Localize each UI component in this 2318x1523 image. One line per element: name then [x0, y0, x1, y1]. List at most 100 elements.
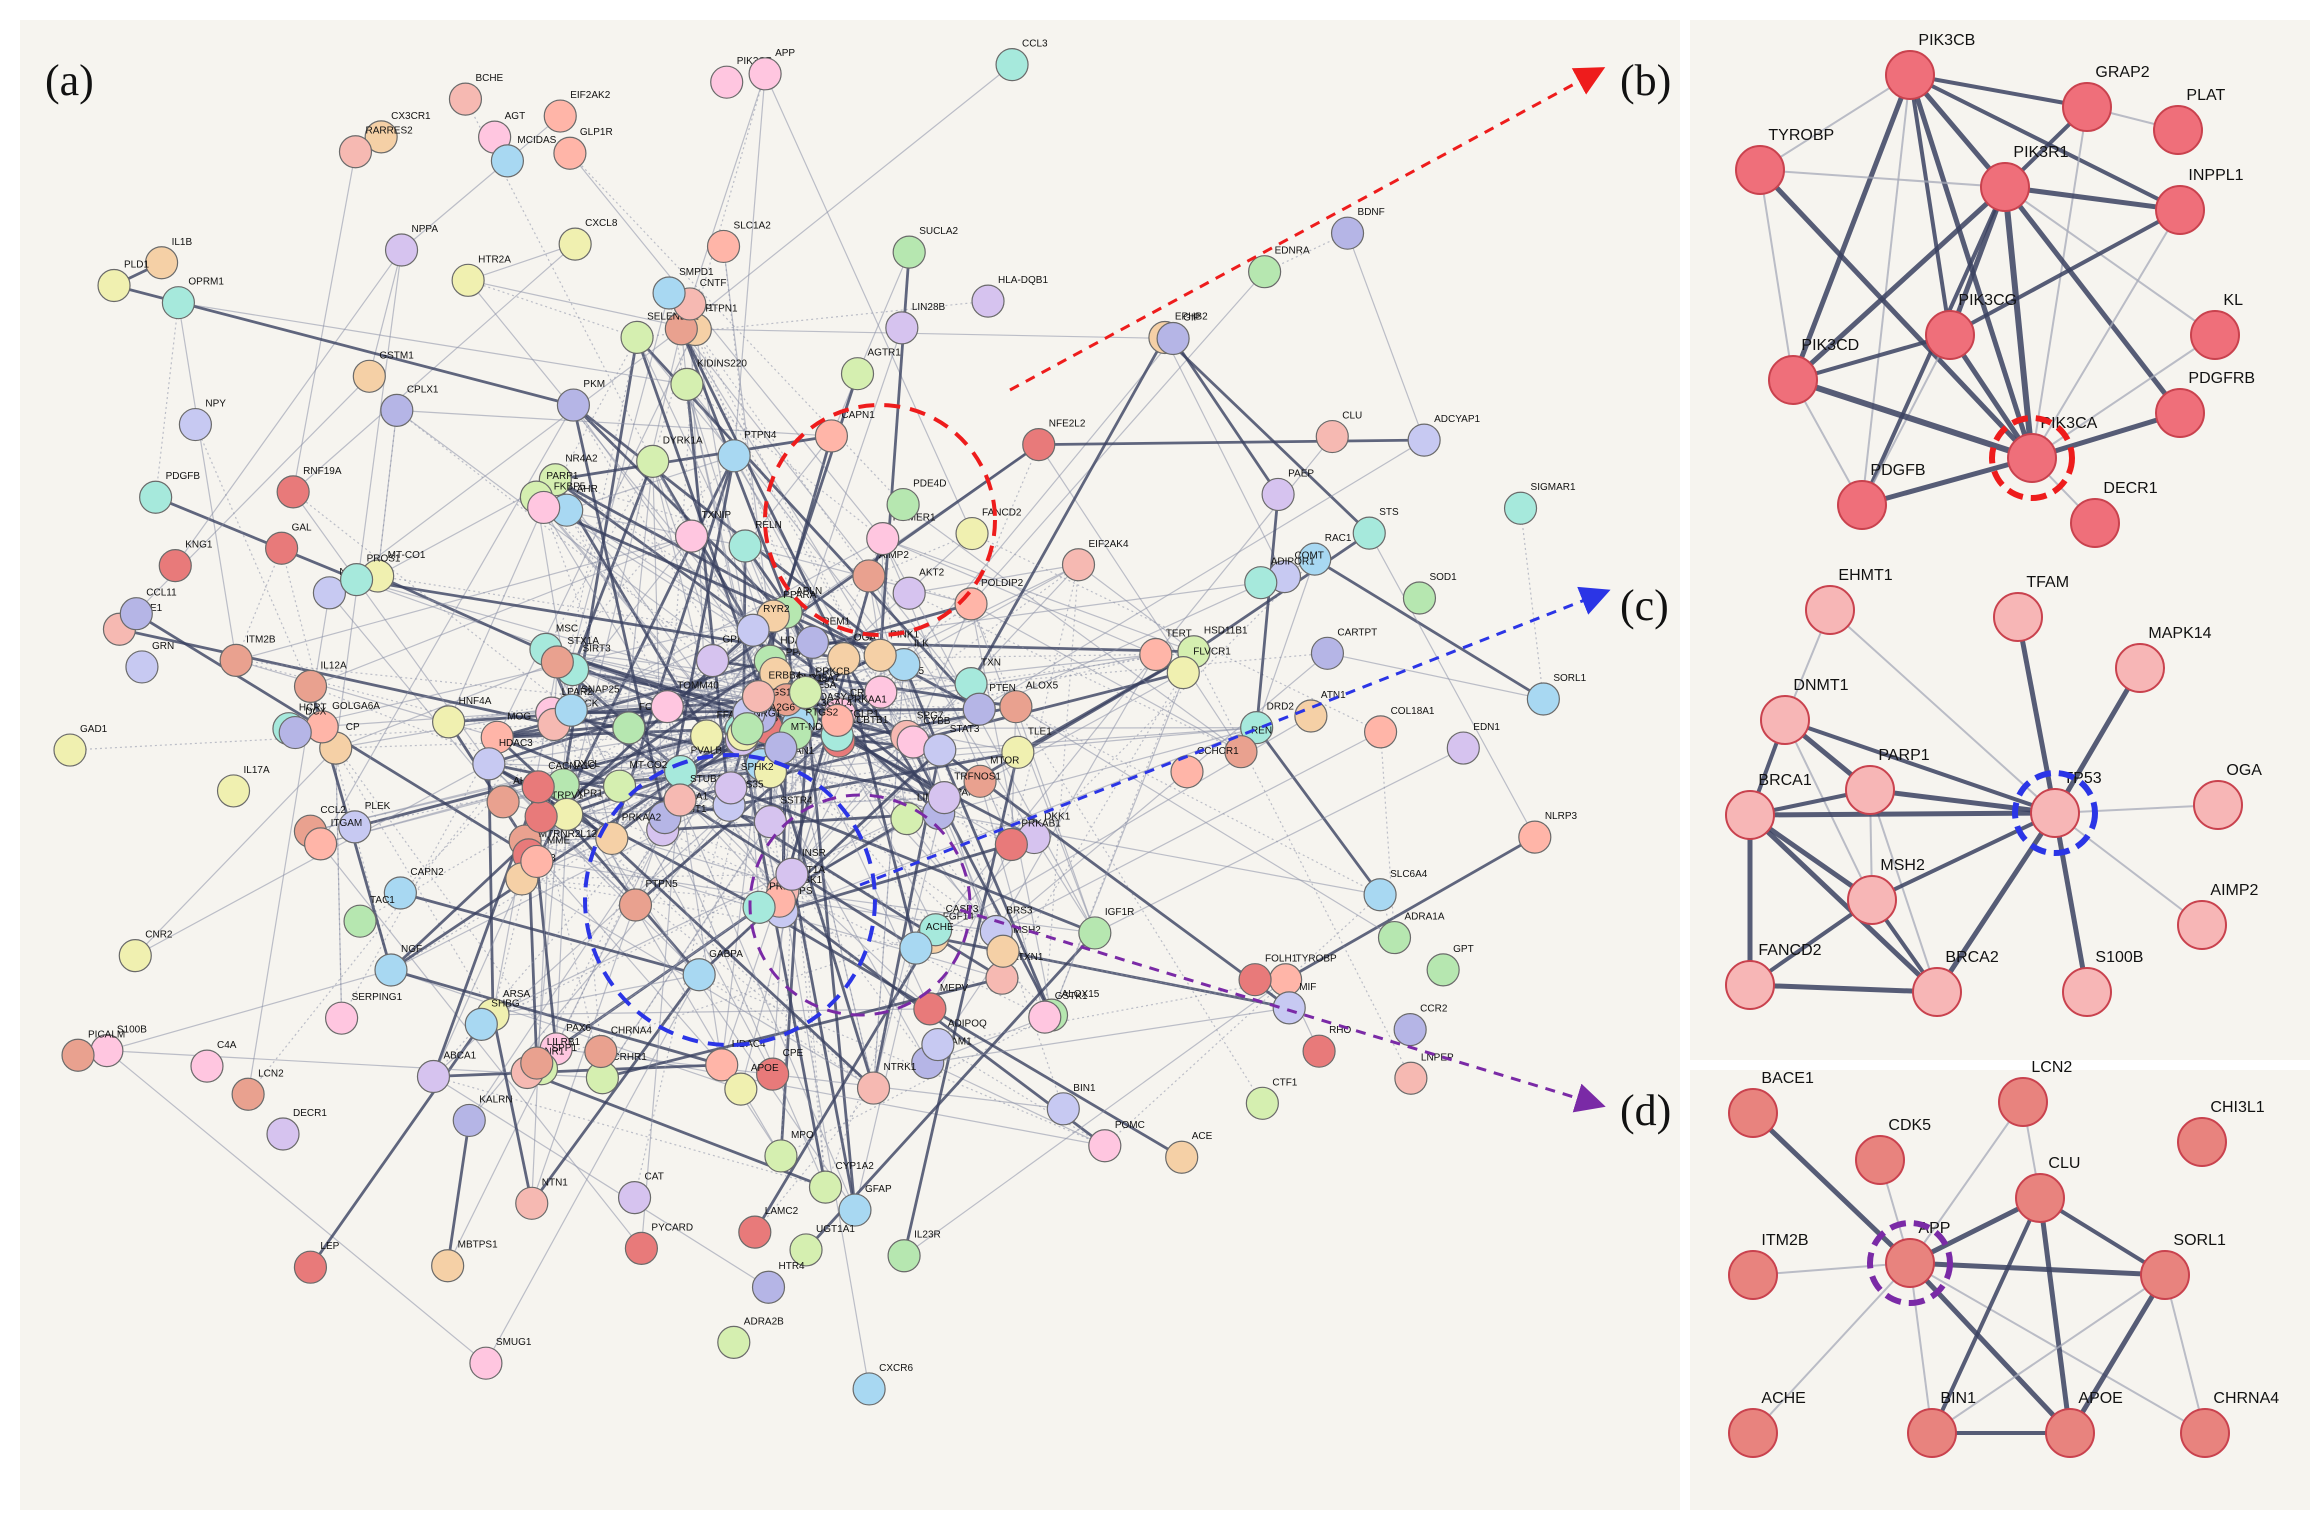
- network-node-mif[interactable]: MIF: [1272, 982, 1316, 1025]
- node-sorl1[interactable]: SORL1: [2140, 1232, 2226, 1300]
- network-node-snap25[interactable]: SNAP25: [554, 684, 620, 727]
- network-node-cpe[interactable]: CPE: [756, 1048, 804, 1091]
- network-node-gstm1[interactable]: GSTM1: [352, 350, 414, 393]
- node-aimp2[interactable]: AIMP2: [2177, 882, 2259, 950]
- network-node-pvalb[interactable]: PVALB: [663, 746, 723, 789]
- node-dnmt1[interactable]: DNMT1: [1760, 677, 1849, 745]
- network-node-cxcr6[interactable]: CXCR6: [852, 1363, 913, 1406]
- network-node-lcn2[interactable]: LCN2: [231, 1068, 284, 1111]
- network-node-smpd1[interactable]: SMPD1: [652, 267, 714, 310]
- network-node-ren[interactable]: REN: [1224, 726, 1272, 769]
- network-node-gpr42[interactable]: GPR42: [695, 635, 756, 678]
- node-pdgfrb[interactable]: PDGFRB: [2155, 370, 2255, 438]
- network-node-gstk1[interactable]: GSTK1: [1028, 991, 1088, 1034]
- network-node-pde4d[interactable]: PDE4D: [886, 479, 946, 522]
- network-node-homer1[interactable]: HOMER1: [866, 513, 936, 556]
- network-node-selenbp1[interactable]: SELENBP1: [620, 311, 699, 355]
- node-pik3cb[interactable]: PIK3CB: [1885, 32, 1975, 100]
- node-oga[interactable]: OGA: [2193, 762, 2262, 830]
- network-node-ace[interactable]: ACE: [1165, 1131, 1213, 1174]
- network-node-ugt1a1[interactable]: UGT1A1: [789, 1224, 855, 1267]
- network-node-c4a[interactable]: C4A: [190, 1040, 237, 1083]
- network-node-hnf4a[interactable]: HNF4A: [432, 696, 492, 739]
- network-node-ctf1[interactable]: CTF1: [1245, 1077, 1298, 1120]
- node-ache[interactable]: ACHE: [1728, 1390, 1806, 1458]
- network-node-s100b[interactable]: S100B: [90, 1025, 147, 1068]
- network-node-hdac3[interactable]: HDAC3: [472, 738, 533, 781]
- node-mapk14[interactable]: MAPK14: [2115, 625, 2212, 693]
- network-node-txnip[interactable]: TXNIP: [674, 510, 732, 553]
- node-tfam[interactable]: TFAM: [1993, 574, 2069, 642]
- network-node-akt2[interactable]: AKT2: [892, 567, 945, 610]
- network-node-ryr2[interactable]: RYR2: [736, 604, 790, 647]
- network-node-sigmar1[interactable]: SIGMAR1: [1503, 482, 1576, 525]
- node-grap2[interactable]: GRAP2: [2062, 64, 2150, 132]
- network-node-rho[interactable]: RHO: [1302, 1025, 1352, 1068]
- network-node-ntn1[interactable]: NTN1: [515, 1177, 569, 1220]
- network-node-kalrn[interactable]: KALRN: [452, 1094, 513, 1138]
- network-node-il23r[interactable]: IL23R: [887, 1230, 941, 1273]
- network-node-ngf[interactable]: NGF: [374, 944, 422, 987]
- network-node-ptpn4[interactable]: PTPN4: [717, 430, 777, 473]
- node-cdk5[interactable]: CDK5: [1855, 1117, 1931, 1185]
- network-node-pdgfb[interactable]: PDGFB: [139, 471, 201, 514]
- network-node-cx3cr1[interactable]: CX3CR1: [364, 111, 431, 154]
- network-node-adcyap1[interactable]: ADCYAP1: [1407, 414, 1481, 457]
- network-node-edn1[interactable]: EDN1: [1446, 722, 1500, 765]
- network-node-adipor1[interactable]: ADIPOR1: [1244, 557, 1315, 600]
- network-node-oprm1[interactable]: OPRM1: [161, 277, 224, 320]
- network-node-shbg[interactable]: SHBG: [464, 998, 520, 1041]
- network-node-nlrp3[interactable]: NLRP3: [1518, 811, 1578, 854]
- network-node-mbtps1[interactable]: MBTPS1: [431, 1240, 498, 1283]
- network-node-adra1a[interactable]: ADRA1A: [1377, 912, 1445, 955]
- node-bace1[interactable]: BACE1: [1728, 1070, 1814, 1138]
- network-node-sphk2[interactable]: SPHK2: [714, 762, 774, 805]
- node-bin1[interactable]: BIN1: [1907, 1390, 1976, 1458]
- network-node-fkbp5[interactable]: FKBP5: [527, 481, 586, 525]
- network-node-lin28b[interactable]: LIN28B: [885, 302, 946, 345]
- network-node-mtor[interactable]: MTOR: [963, 755, 1019, 798]
- network-node-lep[interactable]: LEP: [293, 1241, 340, 1284]
- network-node-eif2ak2[interactable]: EIF2AK2: [543, 90, 611, 133]
- network-node-picalm[interactable]: PICALM: [61, 1029, 125, 1072]
- network-node-gal[interactable]: GAL: [265, 522, 312, 565]
- network-node-oga[interactable]: OGA: [827, 633, 877, 676]
- network-node-cat[interactable]: CAT: [617, 1172, 664, 1215]
- network-node-reln[interactable]: RELN: [728, 520, 782, 563]
- network-node-glp1r[interactable]: GLP1R: [553, 127, 613, 170]
- network-node-trpv1[interactable]: TRPV1: [524, 791, 584, 834]
- network-node-col18a1[interactable]: COL18A1: [1363, 706, 1435, 749]
- network-node-dcx[interactable]: DCX: [278, 707, 327, 750]
- network-node-gpt[interactable]: GPT: [1426, 944, 1474, 987]
- network-node-kng1[interactable]: KNG1: [158, 540, 213, 583]
- network-node-serping1[interactable]: SERPING1: [324, 992, 403, 1035]
- network-node-plek[interactable]: PLEK: [338, 801, 391, 844]
- network-node-lnpep[interactable]: LNPEP: [1394, 1052, 1454, 1095]
- network-node-prkab1[interactable]: PRKAB1: [994, 819, 1061, 862]
- network-node-capn1[interactable]: CAPN1: [814, 410, 875, 453]
- network-node-atn1[interactable]: ATN1: [1294, 690, 1346, 733]
- network-node-prkcb[interactable]: PRKCB: [788, 666, 851, 710]
- network-node-stx1a[interactable]: STX1A: [540, 636, 599, 679]
- network-node-igf1r[interactable]: IGF1R: [1078, 907, 1134, 950]
- network-node-rac1[interactable]: RAC1: [1298, 533, 1352, 576]
- node-pik3cd[interactable]: PIK3CD: [1768, 337, 1859, 405]
- network-node-tomm40[interactable]: TOMM40: [650, 681, 719, 724]
- node-tp53[interactable]: TP53: [2030, 770, 2102, 838]
- node-pik3cg[interactable]: PIK3CG: [1925, 292, 2017, 360]
- network-node-sorl1[interactable]: SORL1: [1526, 673, 1587, 716]
- network-node-eif2ak4[interactable]: EIF2AK4: [1061, 539, 1129, 582]
- network-node-itgam[interactable]: ITGAM: [303, 818, 363, 861]
- network-node-decr1[interactable]: DECR1: [266, 1108, 327, 1151]
- network-node-gip[interactable]: GIP: [1156, 313, 1201, 356]
- network-node-htr4[interactable]: HTR4: [751, 1261, 806, 1304]
- node-plat[interactable]: PLAT: [2153, 87, 2225, 155]
- network-node-apoe[interactable]: APOE: [724, 1063, 779, 1106]
- network-node-adra2b[interactable]: ADRA2B: [717, 1316, 784, 1359]
- network-node-il12a[interactable]: IL12A: [293, 660, 347, 704]
- network-node-cxcl8[interactable]: CXCL8: [558, 218, 618, 261]
- node-apoe[interactable]: APOE: [2045, 1390, 2123, 1458]
- network-node-nfe2l2[interactable]: NFE2L2: [1022, 419, 1086, 462]
- node-brca2[interactable]: BRCA2: [1912, 949, 1999, 1017]
- network-node-tle1[interactable]: TLE1: [1001, 726, 1052, 769]
